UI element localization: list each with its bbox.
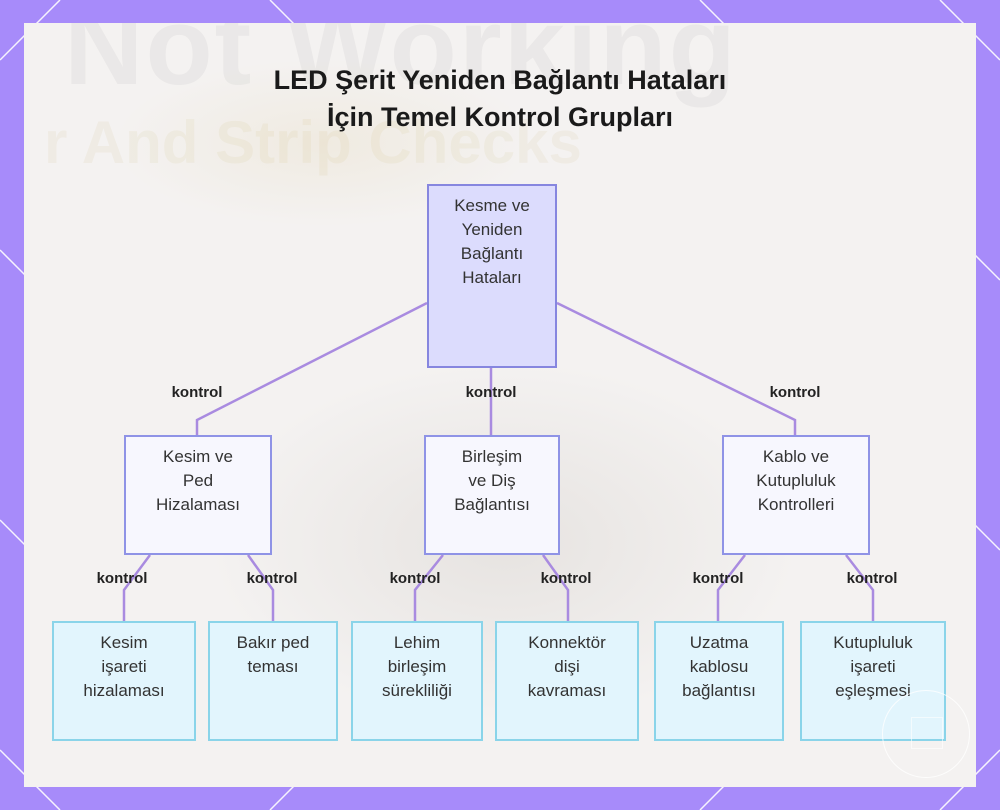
edge-label: kontrol [541, 570, 592, 587]
edge-label: kontrol [172, 384, 223, 401]
edge-root-group-1 [197, 303, 427, 435]
edge-label: kontrol [770, 384, 821, 401]
edge-label: kontrol [390, 570, 441, 587]
leaf-node-cut-mark-alignment: Kesim işareti hizalaması [52, 621, 196, 741]
edge-group3-leaf6 [846, 555, 873, 621]
edge-group1-leaf1 [124, 555, 150, 621]
watermark-logo [882, 690, 970, 778]
edge-root-group-3 [557, 303, 795, 435]
edge-group1-leaf2 [248, 555, 273, 621]
edge-group3-leaf5 [718, 555, 745, 621]
leaf-node-connector-prong-grip: Konnektör dişi kavraması [495, 621, 639, 741]
leaf-node-extension-cable-connection: Uzatma kablosu bağlantısı [654, 621, 784, 741]
group-node-joint-connector: Birleşim ve Diş Bağlantısı [424, 435, 560, 555]
group-node-cut-pad-alignment: Kesim ve Ped Hizalaması [124, 435, 272, 555]
leaf-node-copper-pad-contact: Bakır ped teması [208, 621, 338, 741]
root-node-cutting-reconnection-errors: Kesme ve Yeniden Bağlantı Hataları [427, 184, 557, 368]
edge-group2-leaf4 [543, 555, 568, 621]
edge-label: kontrol [693, 570, 744, 587]
group-node-cable-polarity: Kablo ve Kutupluluk Kontrolleri [722, 435, 870, 555]
edge-label: kontrol [97, 570, 148, 587]
edge-label: kontrol [466, 384, 517, 401]
leaf-node-solder-continuity: Lehim birleşim sürekliliği [351, 621, 483, 741]
edge-label: kontrol [247, 570, 298, 587]
edge-label: kontrol [847, 570, 898, 587]
edge-group2-leaf3 [415, 555, 443, 621]
